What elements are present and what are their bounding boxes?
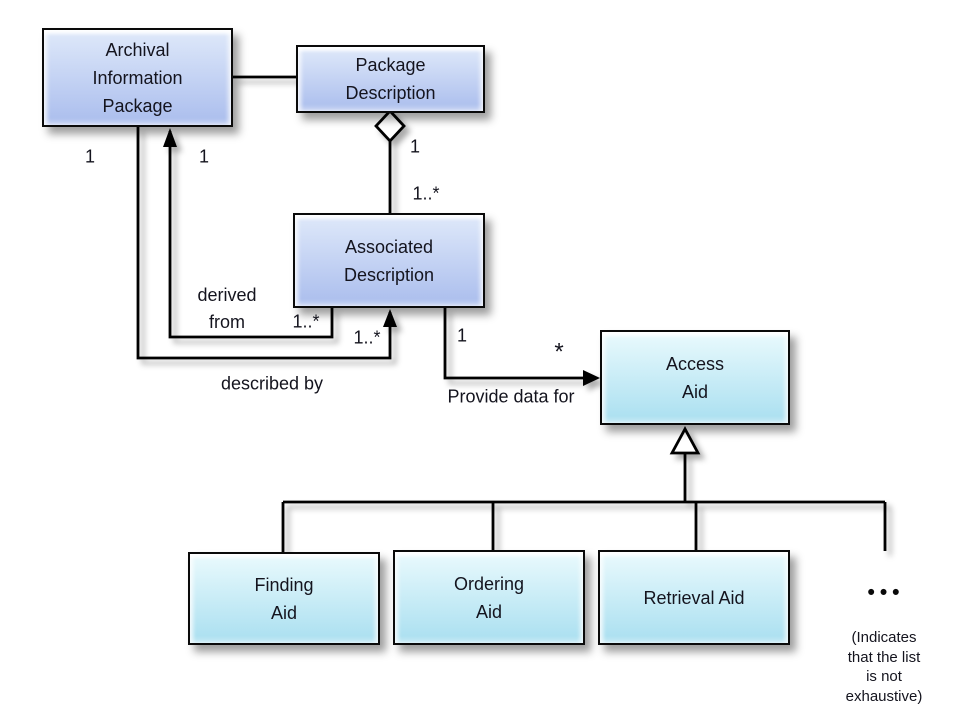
edge-name-described-by: described by [220, 373, 324, 394]
generalization-drop-lines [281, 502, 887, 553]
node-associated-description: Associated Description [293, 213, 485, 308]
aggregation-diamond-icon [374, 108, 406, 144]
ellipsis-dots-icon: ••• [867, 581, 905, 604]
edge-name-provide-data-for: Provide data for [447, 386, 575, 407]
node-associated-description-label: Associated Description [343, 236, 435, 285]
node-access-aid-label: Access Aid [665, 353, 725, 402]
node-ordering-aid-label: Ordering Aid [453, 573, 525, 622]
node-ordering-aid: Ordering Aid [393, 550, 585, 645]
node-package-description-label: Package Description [345, 55, 436, 103]
node-archival-information-package: Archival Information Package [42, 28, 233, 127]
multiplicity-provide-data-for-aa-end: * [554, 338, 564, 366]
generalization-triangle-icon [669, 426, 701, 455]
multiplicity-derived-from-ad-end: 1..* [292, 311, 320, 332]
node-access-aid: Access Aid [600, 330, 790, 425]
node-finding-aid: Finding Aid [188, 552, 380, 645]
node-archival-information-package-label: Archival Information Package [92, 39, 183, 116]
multiplicity-derived-from-aip-end: 1 [198, 146, 210, 167]
ellipsis-note: (Indicates that the list is not exhausti… [845, 629, 923, 705]
derived-from-arrowhead-icon [163, 128, 177, 147]
multiplicity-described-by-ad-end: 1..* [353, 327, 381, 348]
multiplicity-provide-data-for-ad-end: 1 [456, 325, 468, 346]
multiplicity-aggregation-part-end: 1..* [412, 183, 440, 204]
multiplicity-aggregation-whole-end: 1 [409, 136, 421, 157]
described-by-arrowhead-icon [383, 309, 397, 327]
provide-data-for-arrowhead-icon [583, 370, 600, 386]
edge-name-derived-from: derived from [197, 285, 257, 332]
edge-derived-from-line [168, 131, 334, 339]
edge-described-by-line [136, 127, 392, 360]
node-retrieval-aid-label: Retrieval Aid [643, 587, 745, 608]
node-retrieval-aid: Retrieval Aid [598, 550, 790, 645]
node-finding-aid-label: Finding Aid [254, 574, 314, 623]
multiplicity-described-by-aip-end: 1 [84, 146, 96, 167]
node-package-description: Package Description [296, 45, 485, 113]
edge-provide-data-for-line [443, 308, 586, 380]
